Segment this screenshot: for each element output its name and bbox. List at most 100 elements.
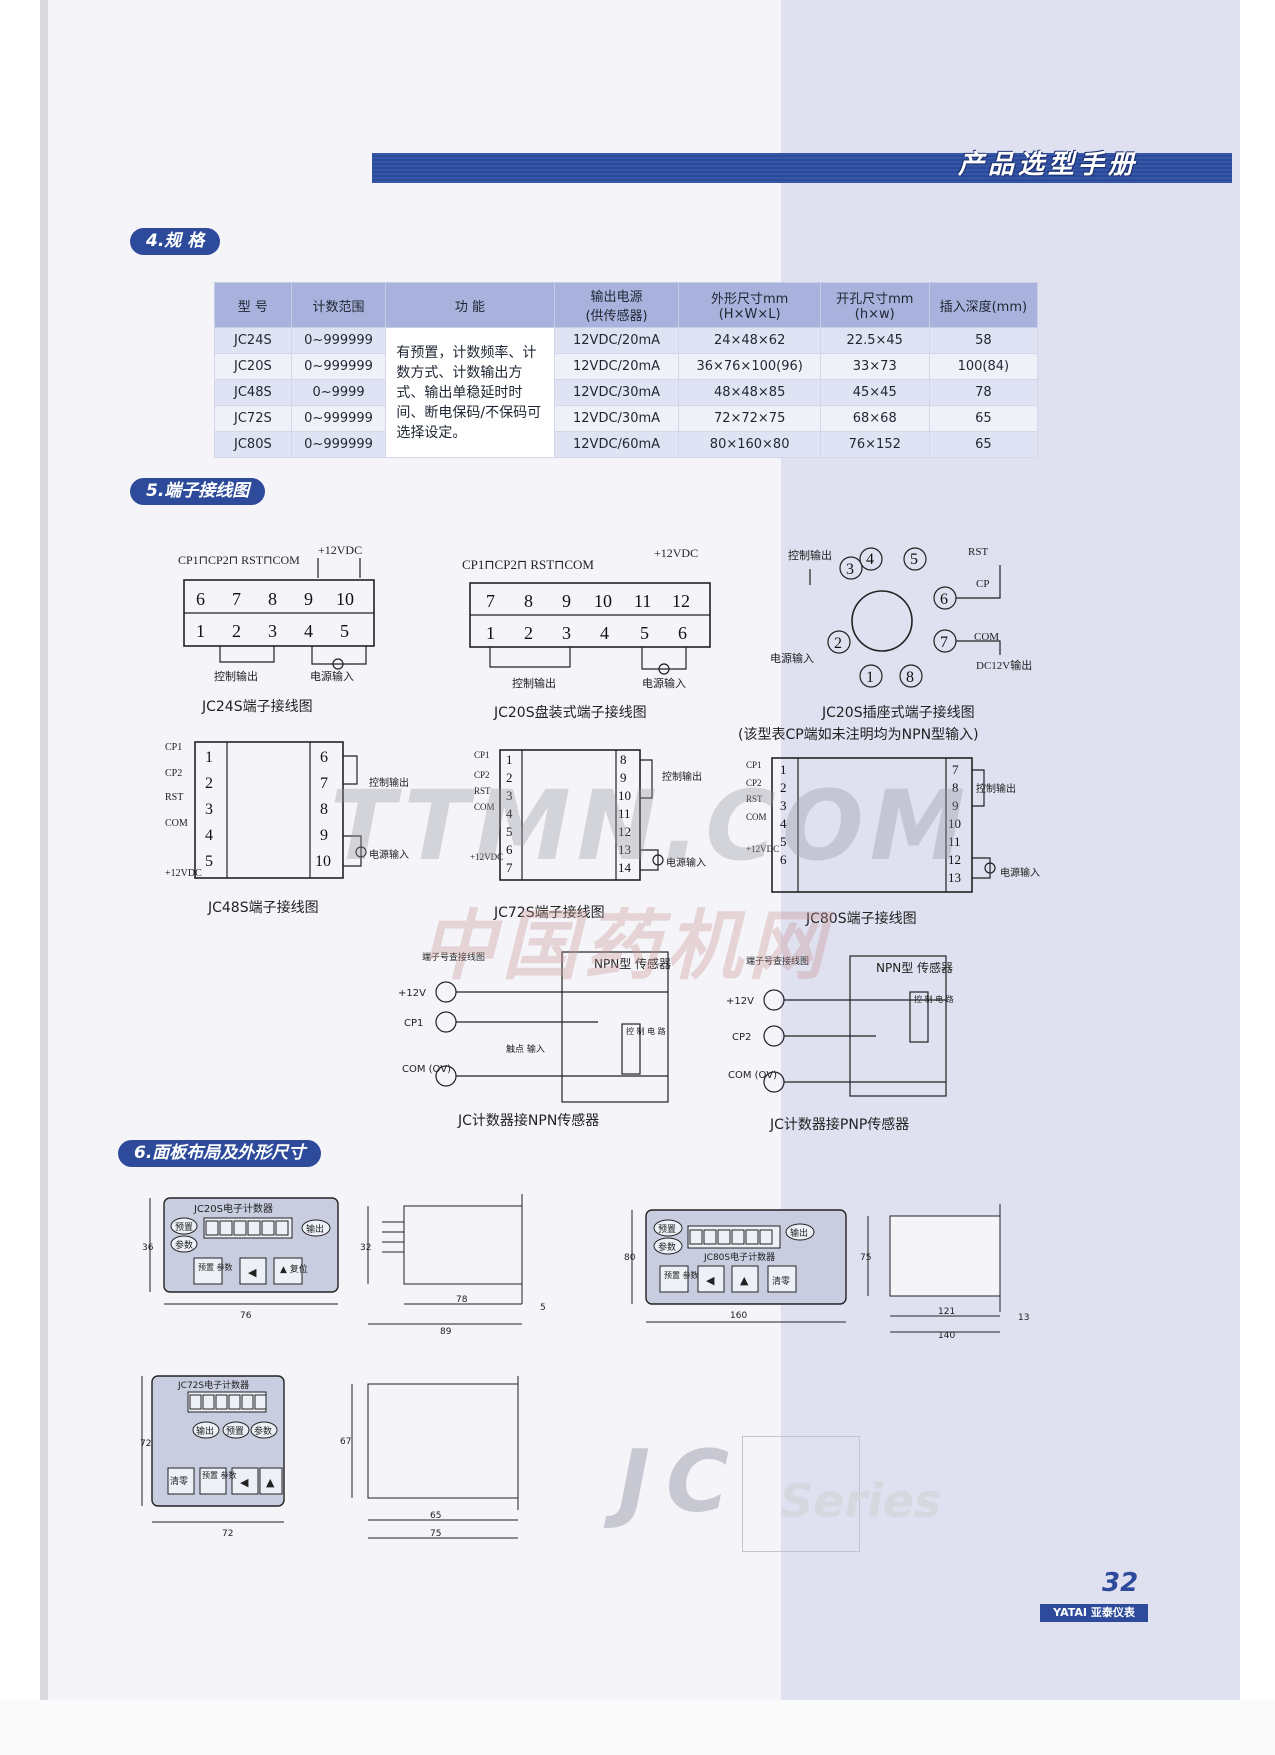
- jc20s-dim: 32: [360, 1243, 371, 1253]
- cell-cutout: 33×73: [819, 353, 930, 380]
- cell-cutout: 76×152: [819, 431, 930, 458]
- jc80s-caption: JC80S端子接线图: [806, 911, 917, 927]
- jc72s-label: CP1: [474, 750, 490, 760]
- cell-model: JC20S: [214, 353, 292, 380]
- jc80s-key: ◀: [706, 1274, 715, 1287]
- jc80s-pin: 7: [952, 762, 959, 777]
- jc24s-wiring-diagram: CP1⊓CP2⊓ RST⊓COM +12VDC 6 7 8 9 10 1 2 3…: [178, 543, 375, 683]
- jc80s-dim: 75: [860, 1253, 871, 1263]
- jc80s-pin: 2: [780, 780, 787, 795]
- jc-logo: JC: [618, 1432, 746, 1532]
- header-cutout: 开孔尺寸mm (h×w): [819, 282, 930, 328]
- header-bar: [372, 153, 1232, 183]
- jc48s-label: RST: [165, 792, 183, 803]
- jc20s-key: 输出: [306, 1223, 324, 1235]
- cell-model: JC72S: [214, 405, 292, 432]
- jc48s-label: CP1: [165, 742, 182, 753]
- jc48s-pin: 1: [205, 749, 213, 766]
- socket-rst-label: RST: [968, 546, 988, 558]
- jc20s-panel-outline: JC20S电子计数器 预置 参数 输出 预置 参数 ◀ ▲ 复位 76 36 3…: [142, 1194, 546, 1337]
- section-spec-heading: 4.规 格: [130, 228, 221, 255]
- jc72s-pin: 7: [506, 860, 513, 875]
- jc24s-out-label: 控制输出: [214, 669, 258, 683]
- jc20s-top-labels: CP1⊓CP2⊓ RST⊓COM: [462, 557, 594, 572]
- jc20s-dim: 36: [142, 1243, 154, 1253]
- jc24s-pin: 3: [268, 621, 277, 641]
- socket-pin: 8: [906, 669, 914, 686]
- jc72s-pin: 2: [506, 770, 513, 785]
- jc80s-label: CP2: [746, 778, 762, 788]
- npn-pin: CP1: [404, 1018, 423, 1029]
- jc80s-panel-outline: JC80S电子计数器 预置 参数 输出 预置 参数 ◀ ▲ 清零 160 80 …: [624, 1204, 1029, 1340]
- jc20s-socket-wiring-diagram: 1 2 3 4 5 6 7 8 控制输出 RST CP COM 电源输入 DC1…: [770, 546, 1032, 688]
- jc20s-key: 预置: [175, 1222, 193, 1233]
- jc48s-label: CP2: [165, 768, 182, 779]
- socket-pin: 4: [866, 551, 874, 568]
- jc80s-pin: 1: [780, 762, 787, 777]
- cell-cutout: 45×45: [819, 379, 930, 406]
- jc48s-label: +12VDC: [165, 868, 202, 879]
- npn-sensor-label: NPN型 传感器: [594, 956, 671, 971]
- jc72s-label: CP2: [474, 770, 490, 780]
- pnp-pin: CP2: [732, 1032, 751, 1043]
- cell-model: JC80S: [214, 431, 292, 458]
- jc20s-pin: 4: [600, 623, 609, 643]
- jc80s-pin: 10: [948, 816, 961, 831]
- jc48s-pin: 5: [205, 853, 213, 870]
- jc72s-pin: 12: [618, 824, 631, 839]
- jc80s-key: ▲: [740, 1274, 749, 1287]
- table-row: JC72S 0~999999 12VDC/30mA 72×72×75 68×68…: [214, 405, 1039, 432]
- jc72s-dim: 72: [140, 1439, 151, 1449]
- jc80s-pin: 3: [780, 798, 787, 813]
- npn-contact-label: 触点 输入: [506, 1043, 545, 1055]
- jc24s-supply: +12VDC: [318, 543, 362, 557]
- jc48s-pin: 4: [205, 827, 213, 844]
- table-row: JC80S 0~999999 12VDC/60mA 80×160×80 76×1…: [214, 431, 1039, 458]
- jc72s-dim: 72: [222, 1529, 233, 1539]
- cell-power: 12VDC/20mA: [553, 327, 680, 354]
- cell-range: 0~999999: [290, 353, 387, 380]
- jc72s-key: 预置 参数: [202, 1470, 237, 1480]
- jc20s-pin: 10: [594, 591, 612, 611]
- cell-function: 有预置，计数频率、计数方式、计数输出方式、输出单稳延时时间、断电保码/不保码可选…: [385, 327, 555, 458]
- npn-pin: COM (OV): [402, 1064, 451, 1075]
- jc72s-pin: 13: [618, 842, 631, 857]
- jc72s-label: COM: [474, 802, 495, 812]
- jc24s-pin: 4: [304, 621, 313, 641]
- jc80s-pin: 4: [780, 816, 787, 831]
- jc72s-caption: JC72S端子接线图: [494, 905, 605, 921]
- socket-out-label: 控制输出: [788, 548, 832, 562]
- spec-table: 型 号 计数范围 功 能 输出电源 (供传感器) 外形尺寸mm (H×W×L) …: [214, 282, 1039, 458]
- cell-range: 0~9999: [290, 379, 387, 406]
- cell-power: 12VDC/20mA: [553, 353, 680, 380]
- jc48s-pin: 7: [320, 775, 328, 792]
- cell-size: 24×48×62: [678, 327, 821, 354]
- jc20s-pin: 7: [486, 591, 495, 611]
- jc72s-panel-outline: JC72S电子计数器 输出 预置 参数 清零 预置 参数 ◀ ▲ 72 72 6…: [140, 1375, 519, 1539]
- jc48s-pin: 3: [205, 801, 213, 818]
- jc80s-pin: 12: [948, 852, 961, 867]
- header-function: 功 能: [385, 282, 555, 328]
- jc20s-panel-caption: JC20S盘装式端子接线图: [494, 705, 647, 721]
- jc80s-pwr-label: 电源输入: [1000, 866, 1040, 879]
- jc72s-pin: 11: [618, 806, 631, 821]
- pnp-caption: JC计数器接PNP传感器: [770, 1117, 910, 1133]
- jc24s-pwr-label: 电源输入: [310, 669, 354, 683]
- jc72s-pin: 3: [506, 788, 513, 803]
- jc20s-dim: 89: [440, 1327, 452, 1337]
- jc80s-wiring-diagram: 1 2 3 4 5 6 7 8 9 10 11 12 13 CP1 CP2 RS…: [746, 757, 1040, 893]
- header-size: 外形尺寸mm (H×W×L): [678, 282, 821, 328]
- jc48s-pin: 10: [315, 853, 331, 870]
- jc20s-dim: 5: [540, 1303, 546, 1313]
- jc80s-label: +12VDC: [746, 844, 779, 854]
- cell-model: JC48S: [214, 379, 292, 406]
- cell-size: 80×160×80: [678, 431, 821, 458]
- jc80s-label: RST: [746, 794, 763, 804]
- jc20s-key: 预置 参数: [198, 1262, 233, 1272]
- socket-com-label: COM: [974, 631, 999, 643]
- npn-terminal-note: 端子号查接线图: [422, 951, 485, 963]
- jc24s-pin: 5: [340, 621, 349, 641]
- jc80s-pin: 13: [948, 870, 961, 885]
- jc80s-dim: 80: [624, 1253, 636, 1263]
- jc48s-label: COM: [165, 818, 188, 829]
